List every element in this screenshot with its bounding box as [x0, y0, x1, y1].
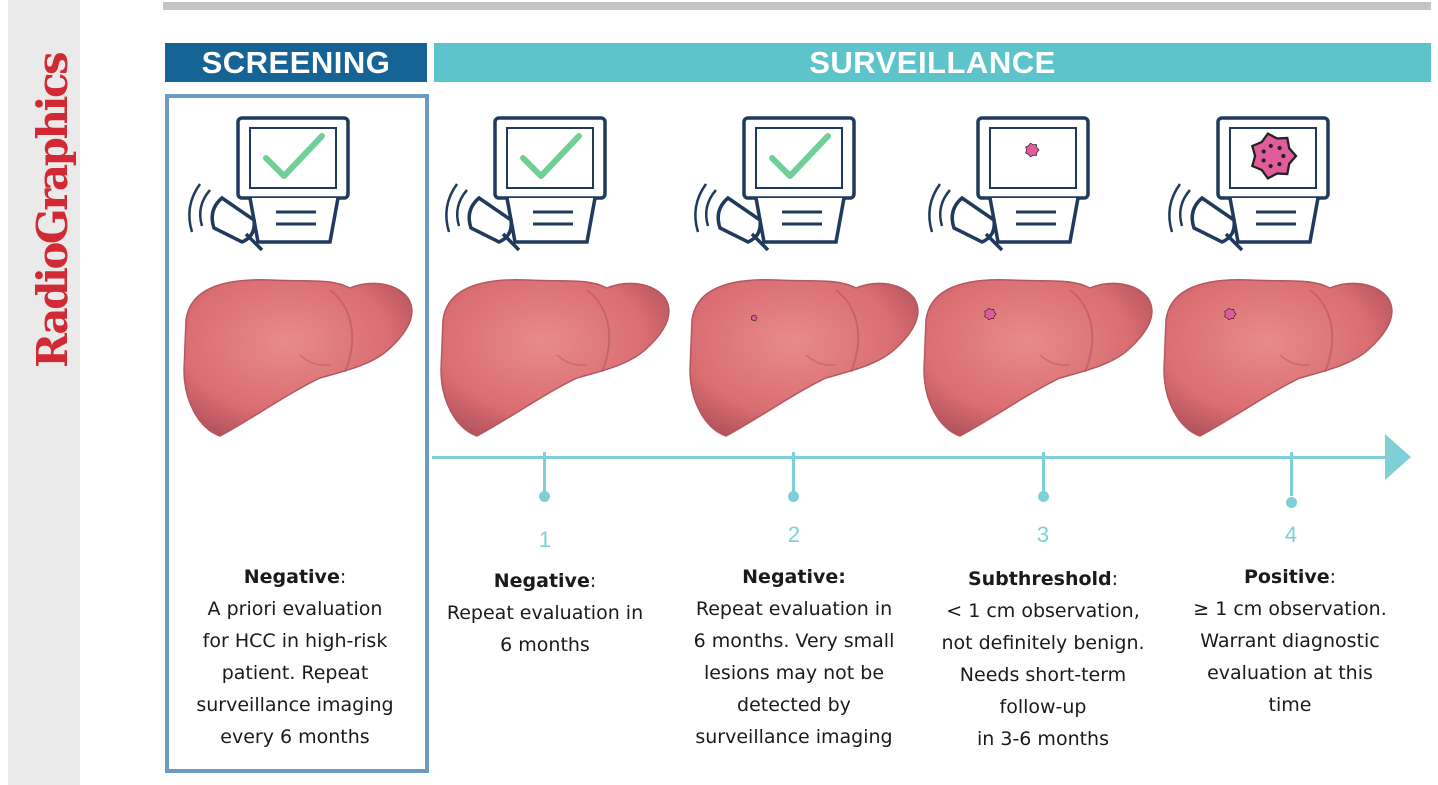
- brand-logo: RadioGraphics: [27, 53, 77, 368]
- description-line: Warrant diagnostic: [1200, 630, 1380, 652]
- step-number-3: 3: [1036, 522, 1050, 547]
- liver-illustration: [1163, 279, 1393, 437]
- panel-step-3: [920, 110, 1160, 440]
- description-line: Needs short-term: [959, 664, 1127, 686]
- description-line: time: [1268, 694, 1312, 716]
- brand-logo-wrap: RadioGraphics: [26, 28, 78, 368]
- timeline-tick: [1042, 452, 1045, 496]
- panel-screening: [180, 110, 420, 440]
- description-line: surveillance imaging: [695, 726, 893, 748]
- description-line: 6 months: [500, 634, 590, 656]
- timeline-dot: [788, 491, 799, 502]
- description-line: lesions may not be: [703, 662, 885, 684]
- description-line: surveillance imaging: [196, 694, 394, 716]
- sidebar: RadioGraphics: [8, 0, 80, 785]
- liver-illustration: [183, 279, 413, 437]
- description-title: Negative:: [493, 570, 597, 592]
- description-step-2: Negative: Repeat evaluation in 6 months.…: [673, 561, 915, 753]
- description-title: Positive:: [1243, 566, 1337, 588]
- description-line: patient. Repeat: [221, 662, 369, 684]
- liver-lesion-icon: [1224, 307, 1237, 321]
- liver-illustration: [689, 279, 919, 437]
- description-line: 6 months. Very small: [693, 630, 895, 652]
- timeline-tick: [543, 452, 546, 496]
- ultrasound-monitor-icon: [928, 116, 1090, 252]
- description-line: not definitely benign.: [941, 632, 1145, 654]
- top-divider: [163, 2, 1431, 10]
- description-step-4: Positive: ≥ 1 cm observation. Warrant di…: [1168, 561, 1412, 721]
- lesion-small-icon: [1025, 142, 1040, 158]
- ultrasound-monitor-icon: [1168, 116, 1330, 252]
- timeline-dot: [1038, 491, 1049, 502]
- description-line: Repeat evaluation in: [695, 598, 893, 620]
- step-number-1: 1: [538, 527, 552, 552]
- timeline-dot: [1286, 497, 1297, 508]
- step-number-4: 4: [1284, 522, 1298, 547]
- description-line: every 6 months: [220, 726, 370, 748]
- timeline-tick: [792, 452, 795, 496]
- timeline-tick: [1290, 452, 1293, 496]
- timeline-dot: [539, 491, 550, 502]
- surveillance-header: SURVEILLANCE: [434, 43, 1431, 82]
- description-title: Subthreshold:: [967, 568, 1119, 590]
- description-line: follow-up: [999, 696, 1087, 718]
- description-line: Repeat evaluation in: [446, 602, 644, 624]
- liver-lesion-icon: [984, 307, 997, 321]
- description-line: for HCC in high-risk: [202, 630, 388, 652]
- panel-step-1: [437, 110, 677, 440]
- check-icon: [520, 133, 582, 179]
- timeline-arrow-icon: [1385, 434, 1411, 480]
- timeline-axis: [432, 456, 1390, 459]
- screening-box: [165, 94, 429, 773]
- check-icon: [263, 133, 325, 179]
- description-line: in 3-6 months: [977, 728, 1109, 750]
- description-screening: Negative: A priori evaluation for HCC in…: [166, 561, 424, 753]
- liver-illustration: [440, 279, 670, 437]
- description-step-1: Negative: Repeat evaluation in 6 months: [425, 565, 665, 661]
- liver-illustration: [923, 279, 1153, 437]
- description-title: Negative:: [243, 566, 347, 588]
- description-line: evaluation at this: [1207, 662, 1373, 684]
- description-step-3: Subthreshold: < 1 cm observation, not de…: [915, 563, 1171, 755]
- liver-lesion-icon: [750, 314, 758, 322]
- description-title: Negative:: [742, 566, 846, 588]
- check-icon: [769, 133, 831, 179]
- description-line: ≥ 1 cm observation.: [1193, 598, 1387, 620]
- screening-header: SCREENING: [165, 43, 427, 82]
- panel-step-2: [686, 110, 926, 440]
- description-line: detected by: [737, 694, 851, 716]
- description-line: A priori evaluation: [207, 598, 383, 620]
- step-number-2: 2: [787, 522, 801, 547]
- description-line: < 1 cm observation,: [946, 600, 1140, 622]
- panel-step-4: [1160, 110, 1400, 440]
- lesion-large-icon: [1250, 132, 1298, 180]
